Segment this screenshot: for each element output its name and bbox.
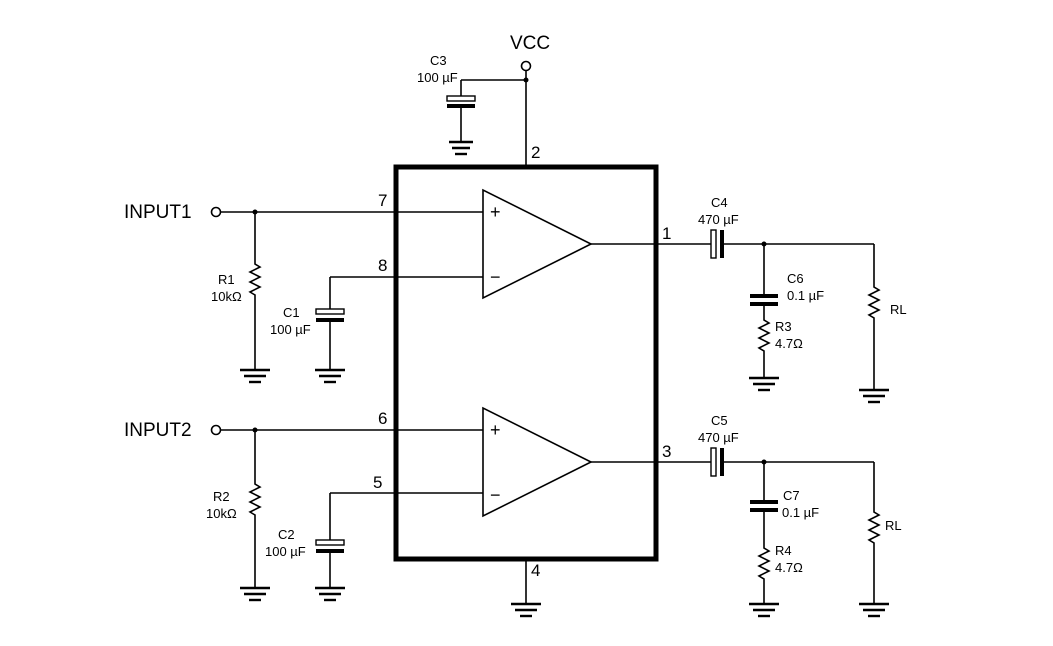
input1-label: INPUT1 xyxy=(124,202,192,223)
pin-3-label: 3 xyxy=(662,442,671,461)
c3-plate-positive xyxy=(446,95,476,102)
vcc-terminal xyxy=(520,60,532,72)
r4-value: 4.7Ω xyxy=(775,560,803,575)
c7-value: 0.1 µF xyxy=(782,505,819,520)
r4-resistor xyxy=(757,512,771,604)
r2-ground-icon xyxy=(240,586,270,602)
amplifier-2 xyxy=(482,406,593,518)
c4-plate-positive xyxy=(710,229,717,259)
pin-8-label: 8 xyxy=(378,256,387,275)
r3-resistor xyxy=(757,306,771,378)
r2-value: 10kΩ xyxy=(206,506,237,521)
r3-ground-icon xyxy=(749,376,779,392)
rl1-ground-icon xyxy=(859,388,889,404)
c2-plate-negative xyxy=(316,549,344,553)
c7-plate-top xyxy=(750,500,778,504)
c1-name: C1 xyxy=(283,305,300,320)
pin-5-label: 5 xyxy=(373,473,382,492)
r1-value: 10kΩ xyxy=(211,289,242,304)
rl1-resistor xyxy=(867,244,881,390)
c4-value: 470 µF xyxy=(698,212,739,227)
r1-name: R1 xyxy=(218,272,235,287)
pin-4-label: 4 xyxy=(531,561,540,580)
c3-ground-icon xyxy=(449,140,473,156)
c1-value: 100 µF xyxy=(270,322,311,337)
input2-terminal xyxy=(210,424,222,436)
c5-value: 470 µF xyxy=(698,430,739,445)
c4-name: C4 xyxy=(711,195,728,210)
c2-value: 100 µF xyxy=(265,544,306,559)
rl2-ground-icon xyxy=(859,602,889,618)
amp2-plus-sign: + xyxy=(490,420,501,440)
r4-ground-icon xyxy=(749,602,779,618)
c3-plate-negative xyxy=(447,104,475,108)
c5-plate-positive xyxy=(710,447,717,477)
pin-1-label: 1 xyxy=(662,224,671,243)
input1-terminal xyxy=(210,206,222,218)
c6-name: C6 xyxy=(787,271,804,286)
pin4-ground-icon xyxy=(511,602,541,618)
r3-name: R3 xyxy=(775,319,792,334)
pin-6-label: 6 xyxy=(378,409,387,428)
input2-label: INPUT2 xyxy=(124,420,192,441)
c1-plate-positive xyxy=(315,308,345,315)
amp2-minus-sign: − xyxy=(490,485,501,505)
r2-resistor xyxy=(248,430,262,588)
amp1-plus-sign: + xyxy=(490,202,501,222)
r4-name: R4 xyxy=(775,543,792,558)
pin-2-label: 2 xyxy=(531,143,540,162)
pin-7-label: 7 xyxy=(378,191,387,210)
c3-value: 100 µF xyxy=(417,70,458,85)
r3-value: 4.7Ω xyxy=(775,336,803,351)
r1-ground-icon xyxy=(240,368,270,384)
c2-plate-positive xyxy=(315,539,345,546)
amp1-minus-sign: − xyxy=(490,267,501,287)
c1-plate-negative xyxy=(316,318,344,322)
c1-ground-icon xyxy=(315,368,345,384)
vcc-label: VCC xyxy=(510,33,550,54)
c7-name: C7 xyxy=(783,488,800,503)
amplifier-1 xyxy=(482,188,593,300)
r2-name: R2 xyxy=(213,489,230,504)
c2-ground-icon xyxy=(315,586,345,602)
c3-name: C3 xyxy=(430,53,447,68)
rl1-name: RL xyxy=(890,302,907,317)
r1-resistor xyxy=(248,212,262,370)
c2-name: C2 xyxy=(278,527,295,542)
rl2-resistor xyxy=(867,462,881,604)
c6-plate-bottom xyxy=(750,302,778,306)
c6-plate-top xyxy=(750,294,778,298)
c5-name: C5 xyxy=(711,413,728,428)
rl2-name: RL xyxy=(885,518,902,533)
c7-plate-bottom xyxy=(750,508,778,512)
ic-package xyxy=(393,164,659,562)
c5-plate-negative xyxy=(720,448,724,476)
c6-value: 0.1 µF xyxy=(787,288,824,303)
c4-plate-negative xyxy=(720,230,724,258)
